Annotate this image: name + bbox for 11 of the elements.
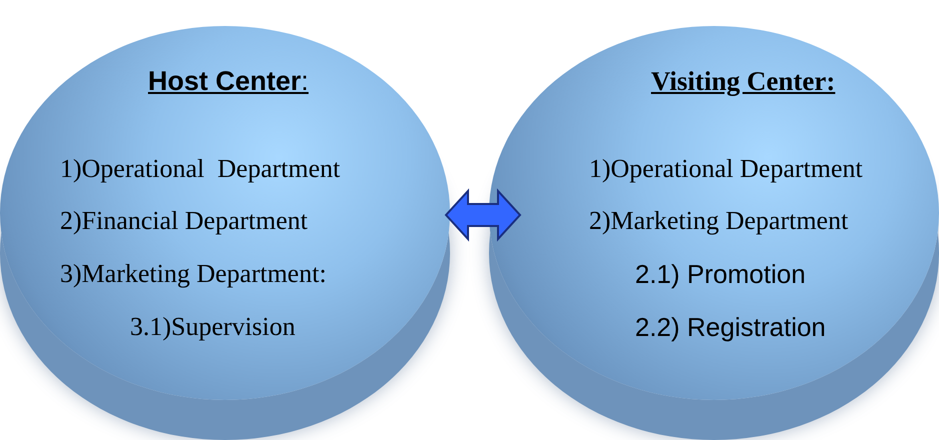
department-item: 1)Operational Department bbox=[589, 154, 863, 184]
center-heading: Visiting Center: bbox=[651, 66, 836, 97]
center-heading: Host Center: bbox=[148, 66, 309, 97]
department-item: 2.1) Promotion bbox=[635, 259, 806, 290]
department-item: 3)Marketing Department: bbox=[60, 259, 326, 289]
department-item: 2.2) Registration bbox=[635, 312, 826, 343]
department-item: 3.1)Supervision bbox=[130, 312, 296, 342]
department-item: 2)Financial Department bbox=[60, 206, 308, 236]
department-item: 1)Operational Department bbox=[60, 154, 340, 184]
department-item: 2)Marketing Department bbox=[589, 206, 848, 236]
double-arrow bbox=[444, 188, 522, 242]
